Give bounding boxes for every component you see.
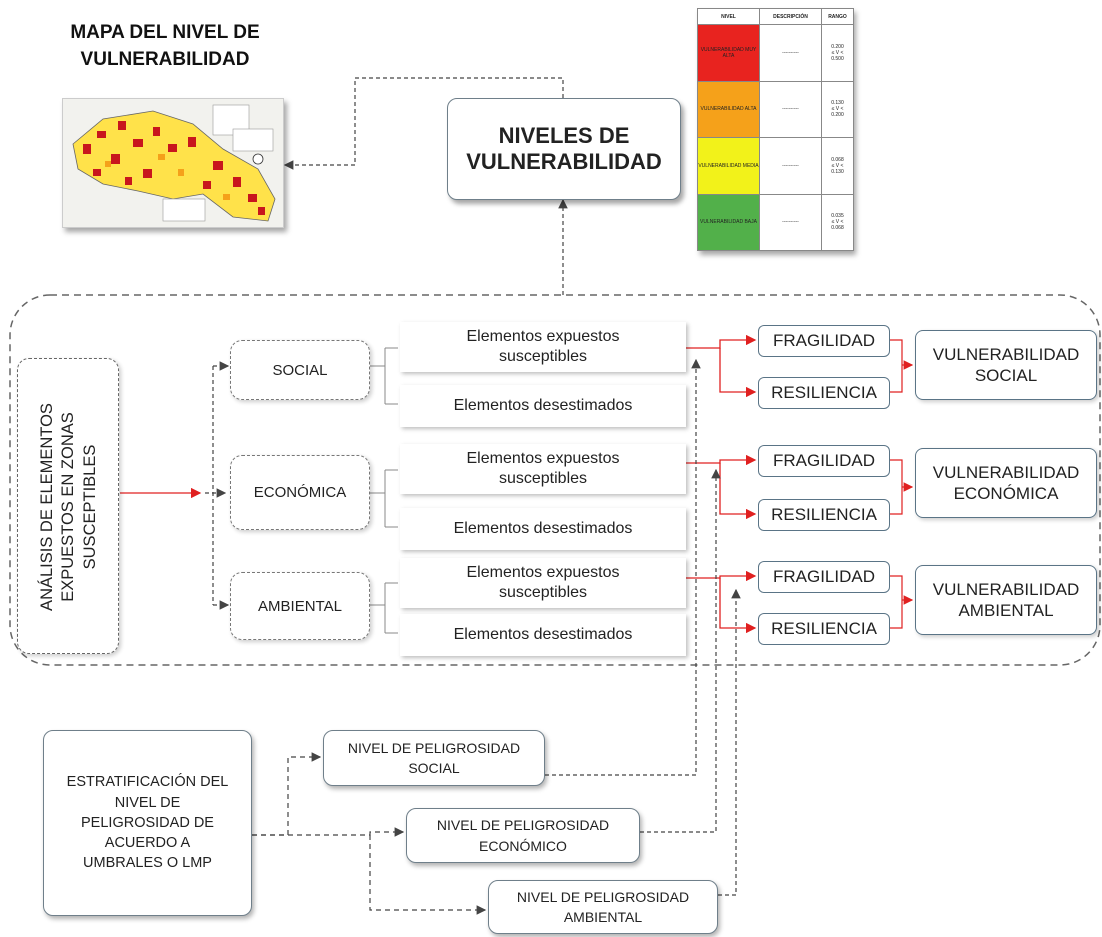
resiliencia-ambiental: RESILIENCIA [758,613,890,645]
legend-range-cell: 0.035≤ V <0.068 [821,193,854,251]
map-drawing [72,104,276,222]
analysis-label-box: ANÁLISIS DE ELEMENTOS EXPUESTOS EN ZONAS… [17,358,119,654]
fragilidad-economica: FRAGILIDAD [758,445,890,477]
legend-description-cell: ---------- [759,193,822,251]
fragilidad-social: FRAGILIDAD [758,325,890,357]
vulnerability-legend-table: NIVEL DESCRIPCIÓN RANGO VULNERABILIDAD M… [697,8,854,251]
elementos-desestimados-ambiental: Elementos desestimados [400,614,686,656]
niveles-vulnerabilidad-box: NIVELES DE VULNERABILIDAD [447,98,681,200]
analysis-line2: EXPUESTOS EN ZONAS [59,412,78,602]
niveles-line1: NIVELES DE [498,122,630,148]
legend-description-cell: ---------- [759,137,822,195]
niveles-line2: VULNERABILIDAD [466,149,662,174]
legend-range-cell: 0.130≤ V <0.200 [821,80,854,138]
legend-level-cell: VULNERABILIDAD BAJA [697,193,760,251]
legend-description-cell: ---------- [759,80,822,138]
vulnerability-map-image [62,98,284,228]
map-title-line2: VULNERABILIDAD [80,48,250,70]
fragilidad-ambiental: FRAGILIDAD [758,561,890,593]
elementos-desestimados-economica: Elementos desestimados [400,508,686,550]
estratificacion-box: ESTRATIFICACIÓN DEL NIVEL DE PELIGROSIDA… [43,730,252,916]
legend-level-cell: VULNERABILIDAD MUY ALTA [697,24,760,82]
dimension-social: SOCIAL [230,340,370,400]
legend-description-cell: ---------- [759,24,822,82]
legend-header-level: NIVEL [697,8,760,25]
legend-range-cell: 0.068≤ V <0.130 [821,137,854,195]
legend-range-cell: 0.200≤ V <0.500 [821,24,854,82]
analysis-line1: ANÁLISIS DE ELEMENTOS [37,403,56,611]
resiliencia-social: RESILIENCIA [758,377,890,409]
legend-level-cell: VULNERABILIDAD MEDIA [697,137,760,195]
elementos-desestimados-social: Elementos desestimados [400,385,686,427]
legend-header-description: DESCRIPCIÓN [759,8,822,25]
analysis-line3: SUSCEPTIBLES [80,444,99,570]
analysis-container [9,294,1101,666]
resiliencia-economica: RESILIENCIA [758,499,890,531]
map-title: MAPA DEL NIVEL DE VULNERABILIDAD [50,20,280,73]
map-title-line1: MAPA DEL NIVEL DE [70,22,260,43]
dimension-ambiental: AMBIENTAL [230,572,370,640]
analysis-label-text: ANÁLISIS DE ELEMENTOS EXPUESTOS EN ZONAS… [37,362,101,652]
legend-level-cell: VULNERABILIDAD ALTA [697,80,760,138]
dimension-economica: ECONÓMICA [230,455,370,530]
legend-header-range: RANGO [821,8,854,25]
